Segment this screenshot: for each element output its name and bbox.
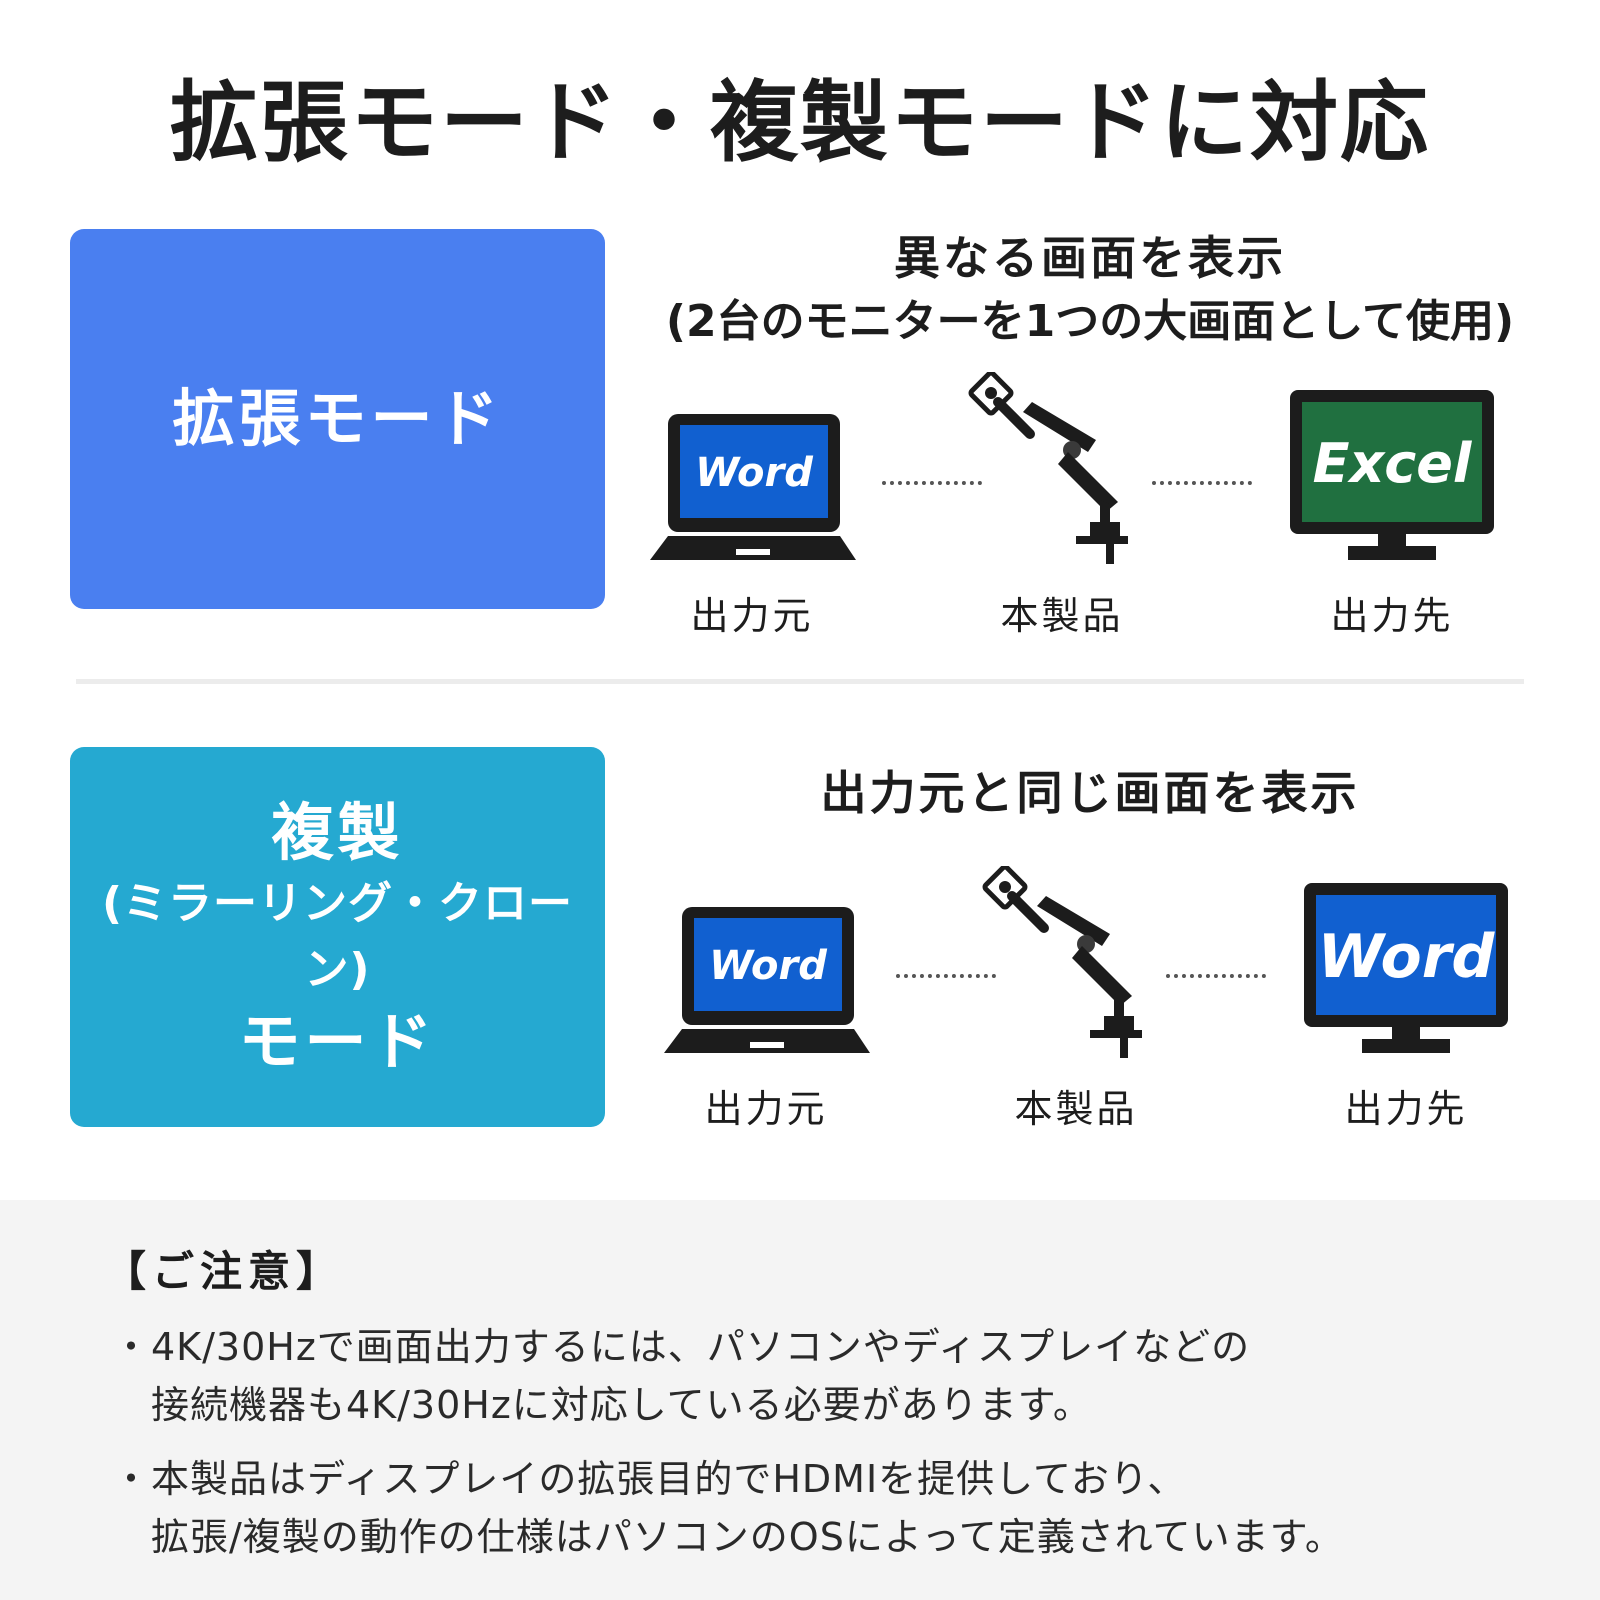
extend-mode-label: 拡張モード: [172, 382, 503, 456]
section-divider: [76, 679, 1524, 684]
notice-item-2-line2: 拡張/複製の動作の仕様はパソコンのOSによって定義されています。: [112, 1515, 1344, 1559]
word-screen: [680, 425, 828, 518]
word-screen: [1316, 895, 1496, 1015]
extend-mode-box: 拡張モード: [70, 229, 605, 609]
connector-dots: [1152, 481, 1252, 485]
laptop-screen-text: Word: [695, 450, 813, 496]
extend-source-label: 出力元: [690, 594, 814, 638]
monitor-icon: Word: [1304, 883, 1508, 1053]
duplicate-source-label: 出力元: [704, 1087, 828, 1131]
laptop-screen-text: Word: [709, 943, 827, 989]
monitor-screen-text: Word: [1318, 922, 1496, 992]
laptop-icon: Word: [650, 414, 856, 560]
duplicate-mode-box: 複製 (ミラーリング・クローン) モード: [70, 747, 605, 1127]
duplicate-mode-label-1: 複製: [271, 795, 404, 869]
duplicate-desc-line1: 出力元と同じ画面を表示: [820, 766, 1360, 820]
duplicate-product-label: 本製品: [1014, 1087, 1138, 1131]
extend-dest-label: 出力先: [1330, 594, 1454, 638]
page-title: 拡張モード・複製モードに対応: [169, 71, 1430, 174]
notice-title: 【ご注意】: [104, 1247, 345, 1296]
duplicate-mode-label-3: モード: [238, 1005, 437, 1078]
connector-dots: [882, 481, 982, 485]
notice-item-1-line2: 接続機器も4K/30Hzに対応している必要があります。: [112, 1383, 1092, 1427]
word-screen: [694, 918, 842, 1011]
extend-desc-line1: 異なる画面を表示: [894, 231, 1286, 285]
duplicate-mode-label-2: (ミラーリング・クローン): [101, 878, 574, 995]
monitor-icon: Excel: [1290, 390, 1494, 560]
monitor-screen-text: Excel: [1313, 432, 1473, 495]
notice-panel: [0, 1200, 1600, 1600]
notice-item-1-line1: ・4K/30Hzで画面出力するには、パソコンやディスプレイなどの: [112, 1325, 1251, 1369]
laptop-icon: Word: [664, 907, 870, 1053]
notice-item-2-line1: ・本製品はディスプレイの拡張目的でHDMIを提供しており、: [112, 1457, 1187, 1501]
duplicate-dest-label: 出力先: [1344, 1087, 1468, 1131]
connector-dots: [1166, 974, 1266, 978]
monitor-arm-icon: [982, 866, 1142, 1058]
excel-screen: [1302, 402, 1482, 522]
extend-product-label: 本製品: [1000, 594, 1124, 638]
monitor-arm-icon: [968, 372, 1128, 564]
connector-dots: [896, 974, 996, 978]
extend-desc-line2: (2台のモニターを1つの大画面として使用): [665, 296, 1515, 347]
